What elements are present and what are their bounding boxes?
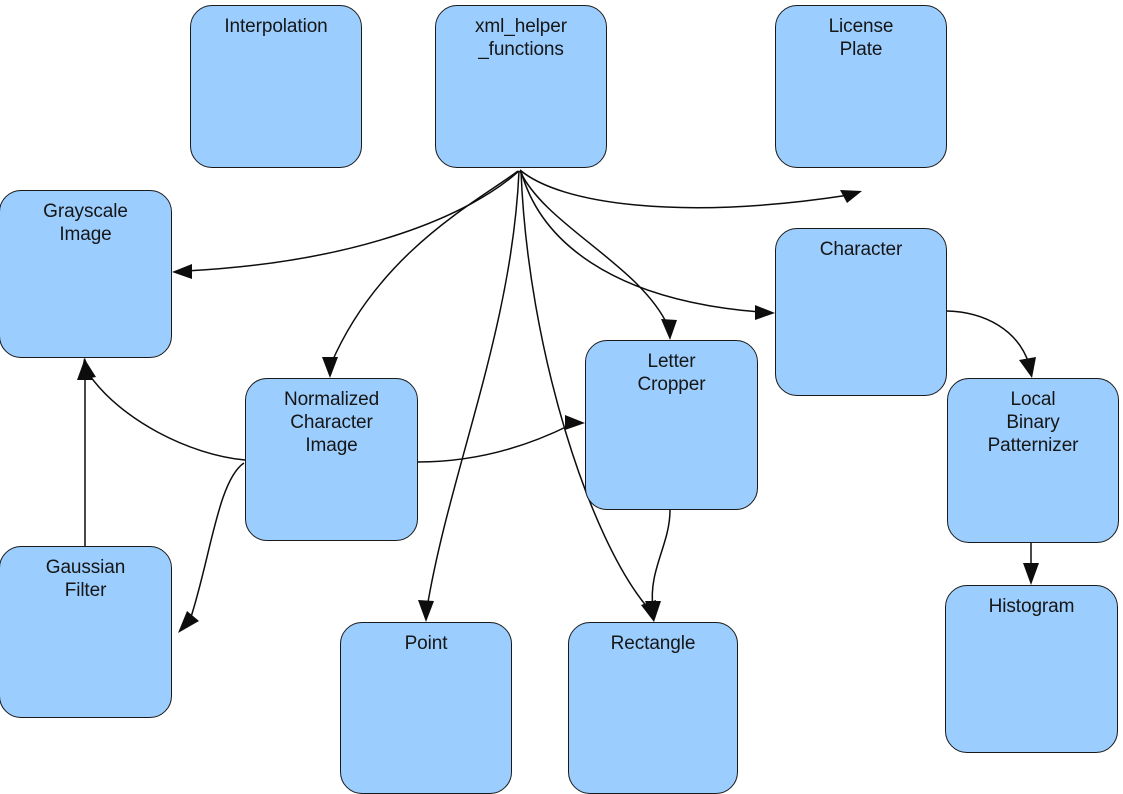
node-point[interactable]: Point [340,622,512,794]
node-histogram[interactable]: Histogram [945,585,1118,753]
node-label-histogram: Histogram [988,596,1075,617]
node-rectangle[interactable]: Rectangle [568,622,738,794]
node-letter_cropper[interactable]: Letter Cropper [585,340,758,510]
node-label-letter_cropper: Letter Cropper [637,351,706,395]
node-license_plate[interactable]: License Plate [775,5,947,168]
node-local_binary_patternizer[interactable]: Local Binary Patternizer [947,378,1119,543]
node-label-rectangle: Rectangle [610,633,696,654]
node-grayscale_image[interactable]: Grayscale Image [0,190,172,358]
node-label-point: Point [404,633,448,654]
node-label-license_plate: License Plate [828,16,894,60]
node-xml_helper_functions[interactable]: xml_helper _functions [435,5,607,168]
node-label-normalized_character_image: Normalized Character Image [283,389,380,456]
node-label-gaussian_filter: Gaussian Filter [45,557,126,601]
node-label-grayscale_image: Grayscale Image [43,201,128,245]
node-label-xml_helper_functions: xml_helper _functions [475,16,567,60]
node-normalized_character_image[interactable]: Normalized Character Image [245,378,418,541]
node-character[interactable]: Character [775,228,947,396]
node-label-character: Character [819,239,903,260]
node-interpolation[interactable]: Interpolation [190,5,362,168]
node-gaussian_filter[interactable]: Gaussian Filter [0,546,172,718]
node-label-local_binary_patternizer: Local Binary Patternizer [987,389,1079,456]
node-label-interpolation: Interpolation [224,16,328,37]
